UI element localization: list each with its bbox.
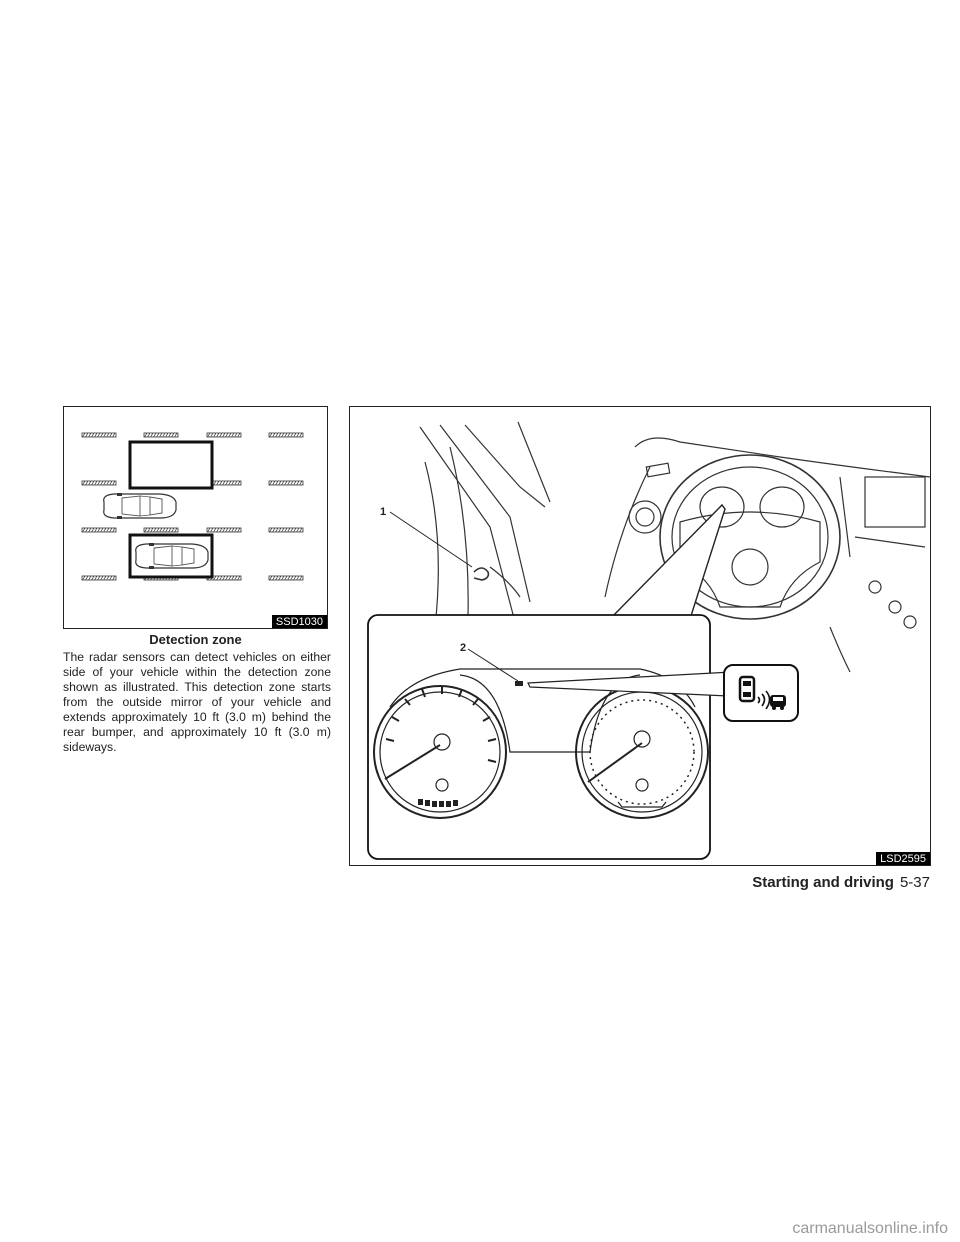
watermark: carmanualsonline.info xyxy=(792,1220,948,1237)
callout-1-label: 1 xyxy=(380,506,386,518)
figure-code: LSD2595 xyxy=(876,852,930,865)
indicator-location-figure: 1 xyxy=(349,406,931,866)
dashboard-illustration: 1 xyxy=(367,421,930,860)
section-title: Starting and driving xyxy=(752,874,894,891)
page-footer: Starting and driving 5-37 xyxy=(752,874,930,891)
detection-zone-illustration xyxy=(81,432,304,581)
blind-spot-warning-icon xyxy=(738,675,786,710)
detection-zone-box xyxy=(128,440,214,490)
figure-caption: Detection zone xyxy=(149,632,242,647)
page-number: 5-37 xyxy=(899,874,930,891)
callout-2-label: 2 xyxy=(460,642,466,654)
figure-code: SSD1030 xyxy=(271,615,327,628)
warning-indicator-box xyxy=(723,664,799,722)
body-paragraph: The radar sensors can detect vehicles on… xyxy=(63,650,331,754)
meter-cluster-inset xyxy=(367,614,711,860)
detection-zone-figure: SSD1030 xyxy=(63,406,328,629)
adjacent-vehicle xyxy=(103,492,177,520)
own-vehicle xyxy=(135,542,209,570)
